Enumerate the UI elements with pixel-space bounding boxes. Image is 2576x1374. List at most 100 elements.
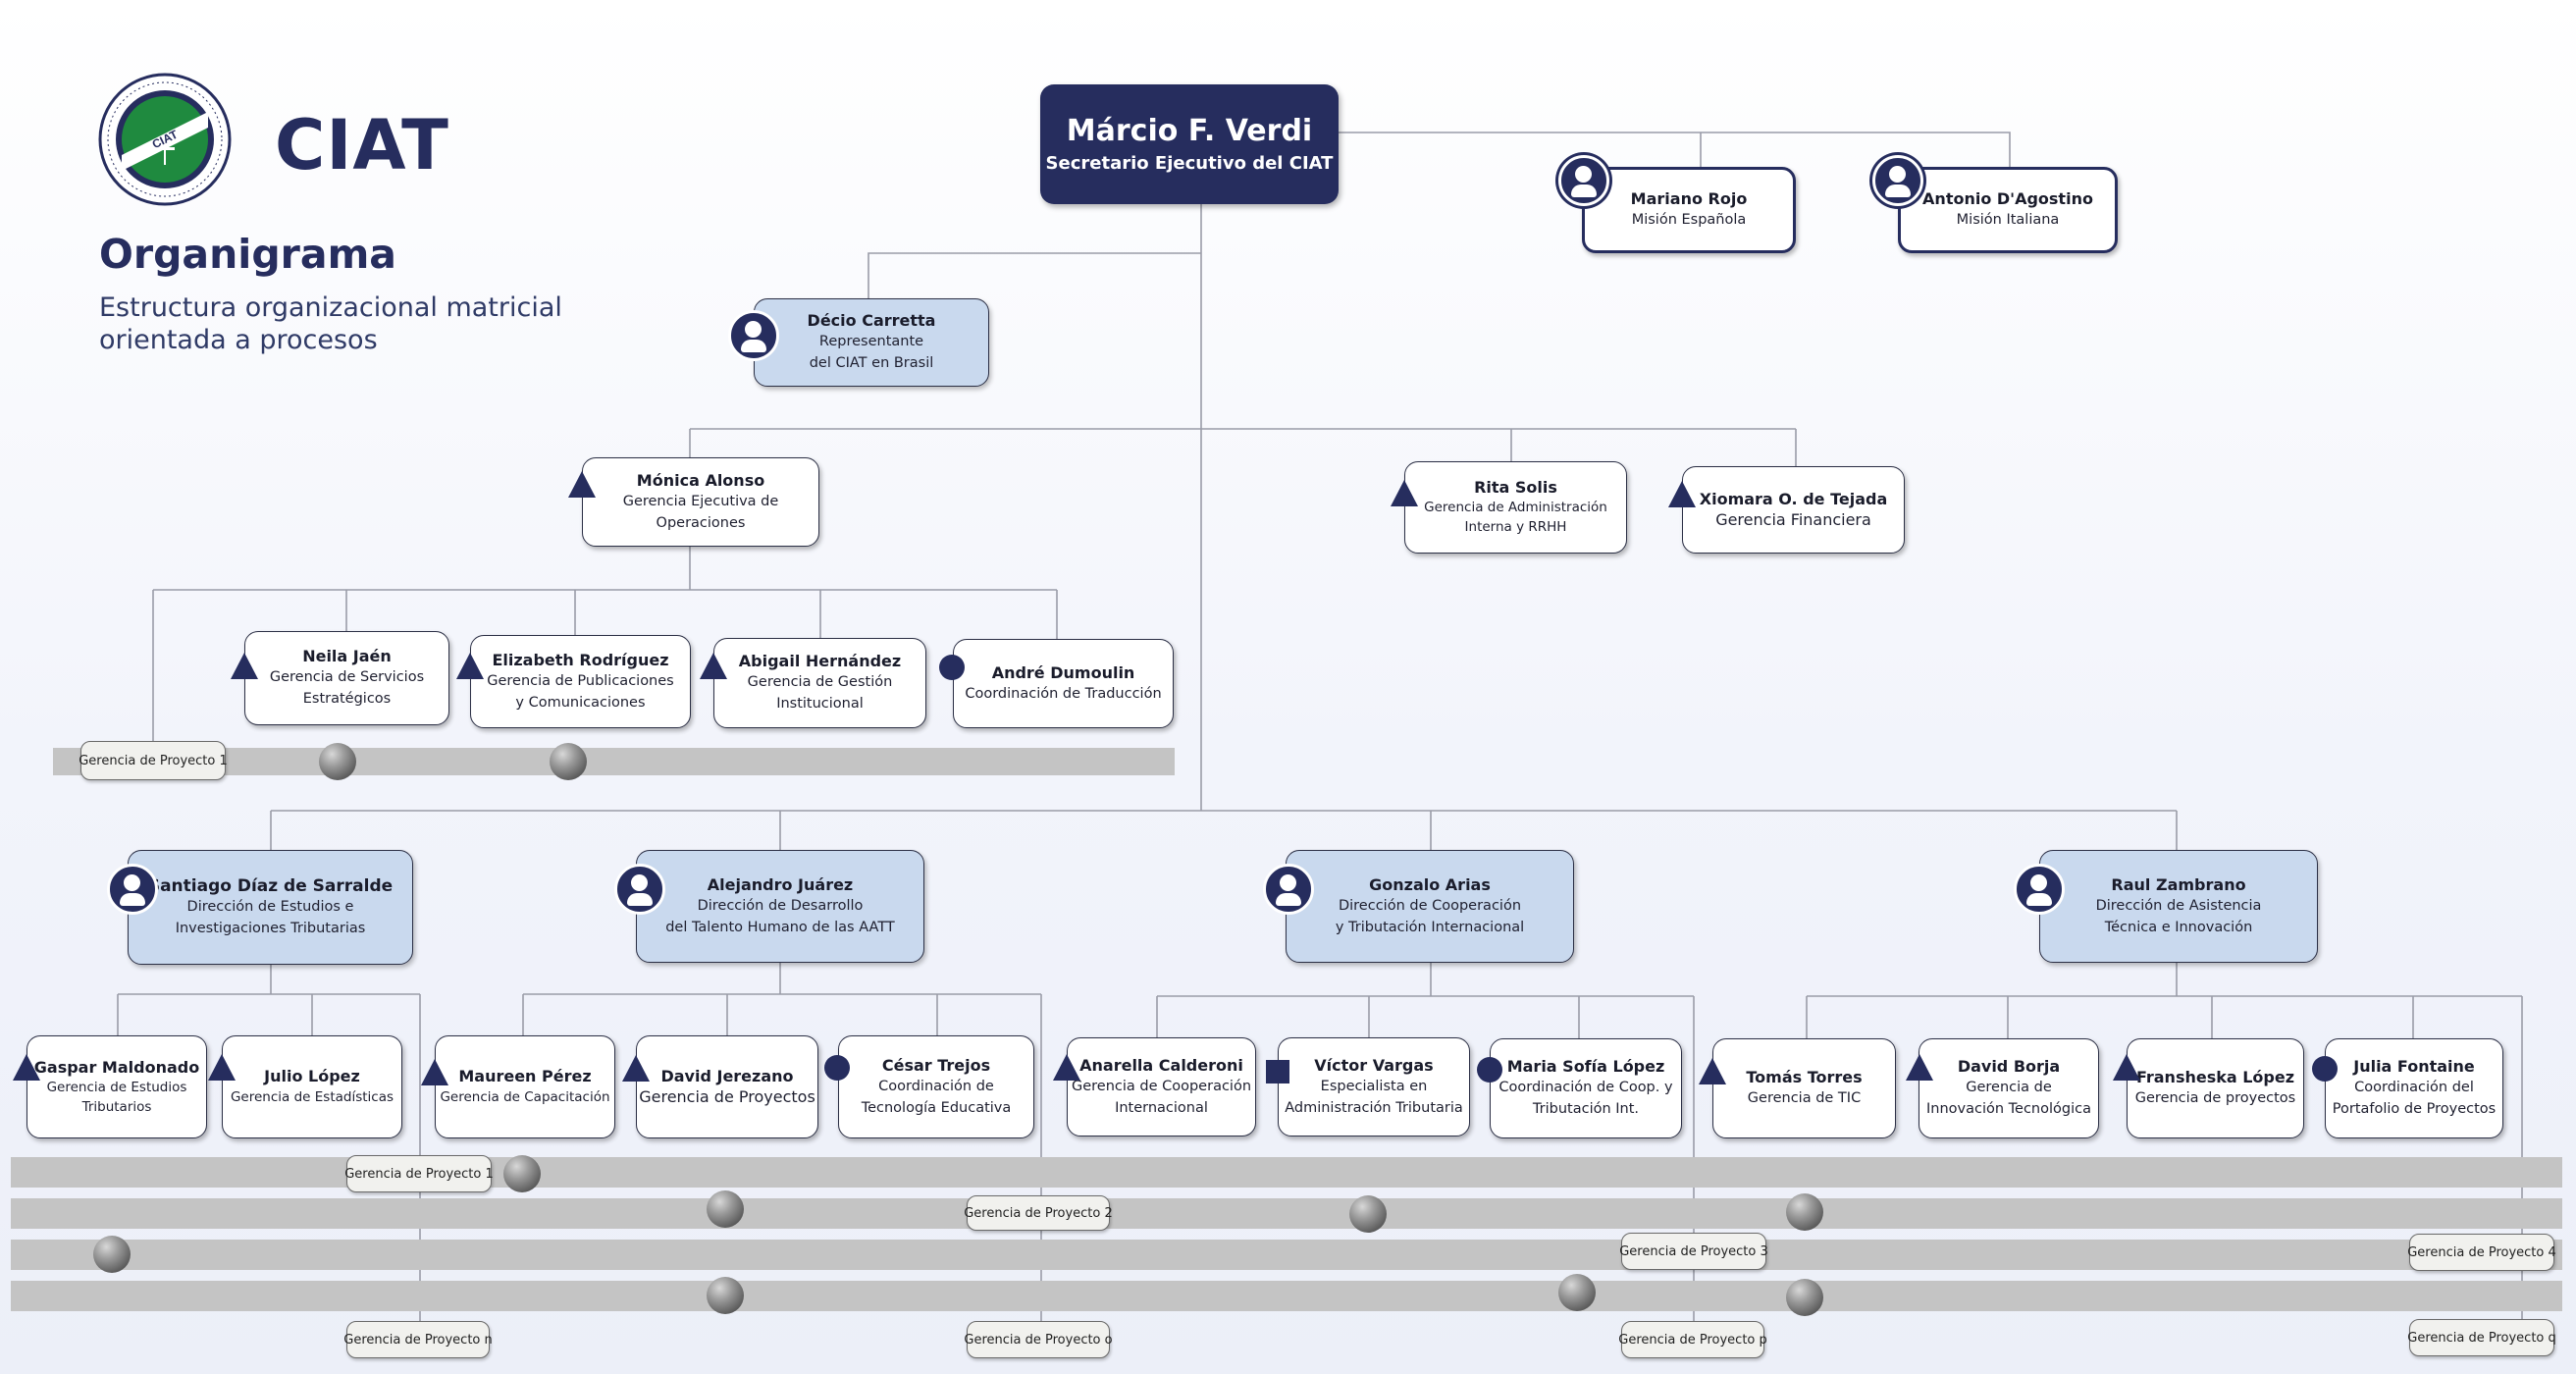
director-box-alejandro-juarez[interactable]: Alejandro Juárez Dirección de Desarrollo… <box>636 850 924 963</box>
project-label[interactable]: Gerencia de Proyecto 3 <box>1619 1233 1768 1270</box>
staff-role: Coordinación de Coop. y Tributación Int. <box>1498 1080 1673 1117</box>
staff-name: David Jerezano <box>660 1066 794 1085</box>
project-label[interactable]: Gerencia de Proyecto o <box>964 1321 1113 1358</box>
manager-box-monica-alonso[interactable]: Mónica Alonso Gerencia Ejecutiva de Oper… <box>582 457 819 547</box>
representative-role: Representante del CIAT en Brasil <box>809 334 934 371</box>
staff-role: Gerencia de Servicios Estratégicos <box>269 669 425 707</box>
advisor-role: Misión Italiana <box>1956 212 2060 228</box>
staff-role: Gerencia de Gestión Institucional <box>747 674 893 712</box>
staff-box-fransheska-lopez[interactable]: Fransheska López Gerencia de proyectos <box>2127 1038 2304 1138</box>
staff-role: Gerencia de TIC <box>1747 1090 1862 1106</box>
person-icon <box>107 864 158 915</box>
director-role: Dirección de Cooperación y Tributación I… <box>1335 897 1525 935</box>
representative-name: Décio Carretta <box>807 311 936 330</box>
ciat-logo: CIAT <box>96 71 234 208</box>
staff-box-elizabeth-rodriguez[interactable]: Elizabeth Rodríguez Gerencia de Publicac… <box>470 635 691 728</box>
triangle-icon <box>421 1059 448 1085</box>
staff-box-david-borja[interactable]: David Borja Gerencia de Innovación Tecno… <box>1919 1038 2099 1138</box>
project-label[interactable]: Gerencia de Proyecto p <box>1618 1321 1767 1358</box>
director-box-gonzalo-arias[interactable]: Gonzalo Arias Dirección de Cooperación y… <box>1286 850 1574 963</box>
manager-role: Gerencia Ejecutiva de Operaciones <box>622 493 779 531</box>
project-label[interactable]: Gerencia de Proyecto 1 <box>344 1155 494 1192</box>
project-marker-icon <box>1558 1274 1596 1311</box>
project-band-2 <box>11 1198 2562 1229</box>
project-marker-icon <box>1786 1279 1823 1316</box>
triangle-icon <box>13 1054 40 1081</box>
circle-icon <box>824 1055 850 1081</box>
representative-box[interactable]: Décio Carretta Representante del CIAT en… <box>754 298 989 387</box>
director-name: Santiago Díaz de Sarralde <box>147 875 394 896</box>
project-label[interactable]: Gerencia de Proyecto 2 <box>964 1195 1113 1231</box>
person-icon <box>2014 864 2065 915</box>
staff-box-cesar-trejos[interactable]: César Trejos Coordinación de Tecnología … <box>838 1035 1034 1138</box>
circle-icon <box>1477 1057 1502 1083</box>
staff-box-abigail-hernandez[interactable]: Abigail Hernández Gerencia de Gestión In… <box>713 638 926 728</box>
staff-role: Gerencia de Cooperación Internacional <box>1071 1078 1252 1116</box>
director-box-santiago-diaz[interactable]: Santiago Díaz de Sarralde Dirección de E… <box>128 850 413 965</box>
triangle-icon <box>568 471 596 498</box>
project-label[interactable]: Gerencia de Proyecto 4 <box>2407 1234 2556 1271</box>
director-name: Gonzalo Arias <box>1369 874 1491 894</box>
staff-name: Gaspar Maldonado <box>33 1057 200 1077</box>
manager-name: Mónica Alonso <box>636 470 765 490</box>
manager-role: Gerencia de Administración Interna y RRH… <box>1424 500 1607 535</box>
triangle-icon <box>231 653 258 679</box>
staff-role: Gerencia de proyectos <box>2134 1090 2296 1106</box>
executive-secretary-box[interactable]: Márcio F. Verdi Secretario Ejecutivo del… <box>1040 84 1339 204</box>
director-name: Raul Zambrano <box>2111 874 2246 894</box>
staff-box-julio-lopez[interactable]: Julio López Gerencia de Estadísticas <box>222 1035 402 1138</box>
square-icon <box>1266 1060 1289 1083</box>
staff-box-maureen-perez[interactable]: Maureen Pérez Gerencia de Capacitación <box>435 1035 615 1138</box>
person-icon <box>614 864 665 915</box>
manager-box-xiomara-tejada[interactable]: Xiomara O. de Tejada Gerencia Financiera <box>1682 466 1905 554</box>
staff-name: Neila Jaén <box>302 647 392 665</box>
project-label[interactable]: Gerencia de Proyecto 1 <box>79 741 228 780</box>
project-marker-icon <box>707 1277 744 1314</box>
subtitle-line-2: orientada a procesos <box>99 325 378 355</box>
staff-role: Coordinación del Portafolio de Proyectos <box>2332 1080 2497 1117</box>
project-marker-icon <box>93 1236 131 1273</box>
staff-box-tomas-torres[interactable]: Tomás Torres Gerencia de TIC <box>1712 1038 1896 1138</box>
manager-name: Xiomara O. de Tejada <box>1699 489 1888 508</box>
triangle-icon <box>1699 1058 1726 1084</box>
staff-box-victor-vargas[interactable]: Víctor Vargas Especialista en Administra… <box>1278 1037 1470 1136</box>
staff-role: Gerencia de Innovación Tecnológica <box>1925 1080 2091 1117</box>
staff-name: Anarella Calderoni <box>1079 1055 1243 1075</box>
staff-name: David Borja <box>1957 1057 2061 1076</box>
triangle-icon <box>700 653 727 679</box>
staff-name: Julia Fontaine <box>2353 1057 2475 1076</box>
staff-box-julia-fontaine[interactable]: Julia Fontaine Coordinación del Portafol… <box>2325 1038 2503 1138</box>
staff-box-andre-dumoulin[interactable]: André Dumoulin Coordinación de Traducció… <box>953 639 1174 728</box>
triangle-icon <box>1053 1054 1080 1081</box>
manager-role: Gerencia Financiera <box>1715 509 1871 529</box>
project-label[interactable]: Gerencia de Proyecto n <box>343 1321 493 1358</box>
triangle-icon <box>622 1055 650 1082</box>
triangle-icon <box>1391 480 1418 506</box>
director-box-raul-zambrano[interactable]: Raul Zambrano Dirección de Asistencia Té… <box>2039 850 2318 963</box>
staff-role: Especialista en Administración Tributari… <box>1285 1078 1463 1116</box>
advisor-box-antonio-dagostino[interactable]: Antonio D'Agostino Misión Italiana <box>1898 167 2118 253</box>
staff-box-anarella-calderoni[interactable]: Anarella Calderoni Gerencia de Cooperaci… <box>1067 1037 1256 1136</box>
advisor-box-mariano-rojo[interactable]: Mariano Rojo Misión Española <box>1582 167 1796 253</box>
project-band-4 <box>11 1281 2562 1311</box>
staff-name: Maria Sofía López <box>1506 1057 1665 1076</box>
triangle-icon <box>1668 481 1696 507</box>
project-marker-icon <box>550 743 587 780</box>
staff-role: Coordinación de Tecnología Educativa <box>861 1078 1012 1116</box>
staff-name: César Trejos <box>881 1055 991 1075</box>
project-marker-icon <box>319 743 356 780</box>
staff-box-maria-sofia-lopez[interactable]: Maria Sofía López Coordinación de Coop. … <box>1490 1038 1682 1138</box>
staff-box-neila-jaen[interactable]: Neila Jaén Gerencia de Servicios Estraté… <box>244 631 449 725</box>
project-label[interactable]: Gerencia de Proyecto q <box>2407 1319 2556 1356</box>
staff-box-gaspar-maldonado[interactable]: Gaspar Maldonado Gerencia de Estudios Tr… <box>26 1035 207 1138</box>
staff-name: Víctor Vargas <box>1314 1055 1434 1075</box>
staff-box-david-jerezano[interactable]: David Jerezano Gerencia de Proyectos <box>636 1035 818 1138</box>
director-name: Alejandro Juárez <box>707 874 854 894</box>
triangle-icon <box>456 653 484 679</box>
staff-role: Gerencia de Estadísticas <box>230 1088 394 1105</box>
staff-name: Elizabeth Rodríguez <box>492 650 669 669</box>
manager-name: Rita Solis <box>1474 478 1557 497</box>
manager-box-rita-solis[interactable]: Rita Solis Gerencia de Administración In… <box>1404 461 1627 554</box>
staff-role: Gerencia de Estudios Tributarios <box>46 1079 187 1115</box>
